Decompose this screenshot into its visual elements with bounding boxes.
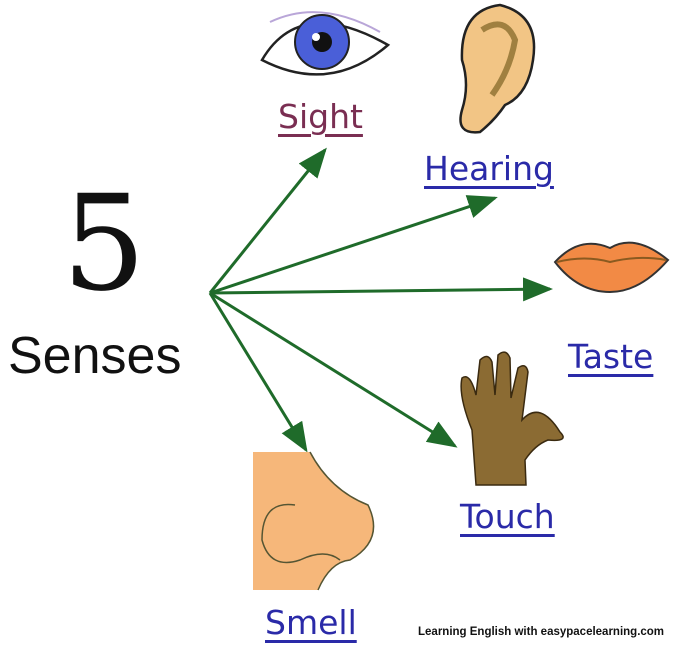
- arrow-touch: [209, 291, 458, 448]
- lips-icon: [553, 241, 670, 294]
- nose-icon: [253, 451, 375, 591]
- arrow-smell: [208, 292, 308, 453]
- title-number: 5: [62, 167, 146, 321]
- credit-text: Learning English with easypacelearning.c…: [418, 626, 665, 638]
- arrow-sight: [208, 147, 327, 294]
- eye-icon: [260, 11, 391, 76]
- sense-label-hearing[interactable]: Hearing: [424, 149, 554, 188]
- hand-icon: [460, 351, 564, 486]
- ear-icon: [459, 3, 536, 134]
- sense-label-sight[interactable]: Sight: [278, 97, 363, 136]
- sense-label-touch[interactable]: Touch: [460, 497, 555, 536]
- arrow-taste: [209, 277, 553, 302]
- arrow-hearing: [209, 195, 498, 295]
- sense-label-smell[interactable]: Smell: [265, 603, 357, 642]
- title-word: Senses: [8, 327, 182, 385]
- sense-label-taste[interactable]: Taste: [568, 337, 654, 376]
